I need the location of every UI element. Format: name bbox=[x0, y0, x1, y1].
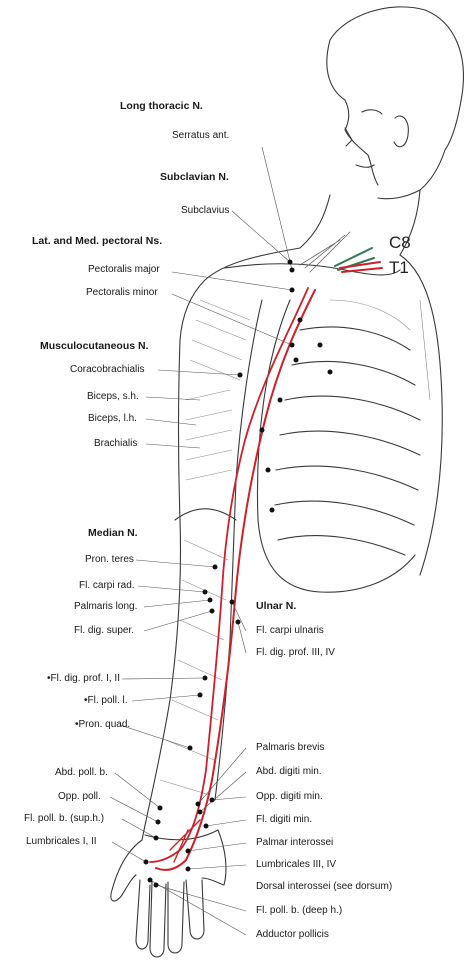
label-fpl: •Fl. poll. l. bbox=[84, 695, 128, 706]
eye bbox=[361, 109, 383, 115]
header-ulnar: Ulnar N. bbox=[256, 600, 297, 612]
header-long-thoracic: Long thoracic N. bbox=[120, 100, 203, 112]
arm-inner bbox=[214, 299, 263, 801]
label-dorsal-interossei: Dorsal interossei (see dorsum) bbox=[256, 881, 393, 892]
label-fpb-sup: Fl. poll. b. (sup.h.) bbox=[24, 813, 105, 824]
wrist bbox=[144, 829, 219, 841]
label-adductor: Adductor pollicis bbox=[256, 929, 329, 940]
hand-outline bbox=[110, 839, 143, 902]
label-pron-quad: •Pron. quad. bbox=[75, 719, 131, 730]
label-pec-minor: Pectoralis minor bbox=[86, 287, 158, 298]
label-fcu: Fl. carpi ulnaris bbox=[256, 625, 324, 636]
header-median: Median N. bbox=[88, 527, 138, 539]
plexus-fibres bbox=[299, 231, 351, 273]
finger-4 bbox=[185, 879, 205, 940]
label-fpb-deep: Fl. poll. b. (deep h.) bbox=[256, 905, 343, 916]
header-pectoral: Lat. and Med. pectoral Ns. bbox=[32, 235, 163, 247]
nose bbox=[344, 127, 353, 147]
nerve-root-red bbox=[339, 261, 383, 273]
face-profile bbox=[326, 39, 379, 186]
label-coracobrachialis: Coracobrachialis bbox=[70, 364, 145, 375]
root-c8: C8 bbox=[389, 233, 411, 252]
label-palmar-interossei: Palmar interossei bbox=[256, 837, 334, 848]
label-biceps-sh: Biceps, s.h. bbox=[87, 391, 139, 402]
label-abd-poll-b: Abd. poll. b. bbox=[55, 767, 108, 778]
neck-left bbox=[299, 194, 331, 249]
rib-cage bbox=[256, 299, 416, 593]
finger-3 bbox=[167, 881, 185, 954]
label-lumbricales-12: Lumbricales I, II bbox=[26, 836, 97, 847]
label-palmaris-long: Palmaris long. bbox=[74, 601, 138, 612]
torso-right bbox=[399, 254, 443, 576]
label-palmaris-brevis: Palmaris brevis bbox=[256, 742, 325, 753]
label-opp-digiti: Opp. digiti min. bbox=[256, 791, 323, 802]
label-lumbricales-34: Lumbricales III, IV bbox=[256, 859, 337, 870]
median-nerve bbox=[149, 287, 309, 863]
label-pron-teres: Pron. teres bbox=[85, 554, 134, 565]
label-serratus: Serratus ant. bbox=[172, 130, 230, 141]
label-fdp-12: •Fl. dig. prof. I, II bbox=[47, 673, 120, 684]
mouth bbox=[355, 164, 375, 168]
ulnar-nerve bbox=[155, 289, 316, 871]
arm-outer bbox=[141, 339, 182, 841]
head-outline bbox=[329, 6, 464, 200]
neck-right bbox=[399, 189, 421, 256]
header-subclavian: Subclavian N. bbox=[160, 171, 229, 183]
label-fdp-34: Fl. dig. prof. III, IV bbox=[256, 647, 335, 658]
finger-2 bbox=[149, 881, 167, 958]
finger-1 bbox=[135, 879, 151, 950]
label-subclavius: Subclavius bbox=[181, 205, 230, 216]
label-brachialis: Brachialis bbox=[94, 438, 138, 449]
label-fl-digiti: Fl. digiti min. bbox=[256, 814, 313, 825]
label-abd-digiti: Abd. digiti min. bbox=[256, 766, 322, 777]
label-pec-major: Pectoralis major bbox=[88, 264, 160, 275]
label-opp-poll: Opp. poll. bbox=[58, 791, 101, 802]
shoulder-line bbox=[179, 247, 301, 341]
elbow bbox=[174, 508, 237, 521]
label-fds: Fl. dig. super. bbox=[74, 625, 135, 636]
label-biceps-lh: Biceps, l.h. bbox=[88, 413, 137, 424]
ear bbox=[393, 115, 409, 148]
root-t1: T1 bbox=[389, 258, 409, 277]
header-musculocutaneous: Musculocutaneous N. bbox=[40, 340, 149, 352]
label-fcr: Fl. carpi rad. bbox=[79, 580, 135, 591]
clavicle bbox=[224, 263, 401, 276]
